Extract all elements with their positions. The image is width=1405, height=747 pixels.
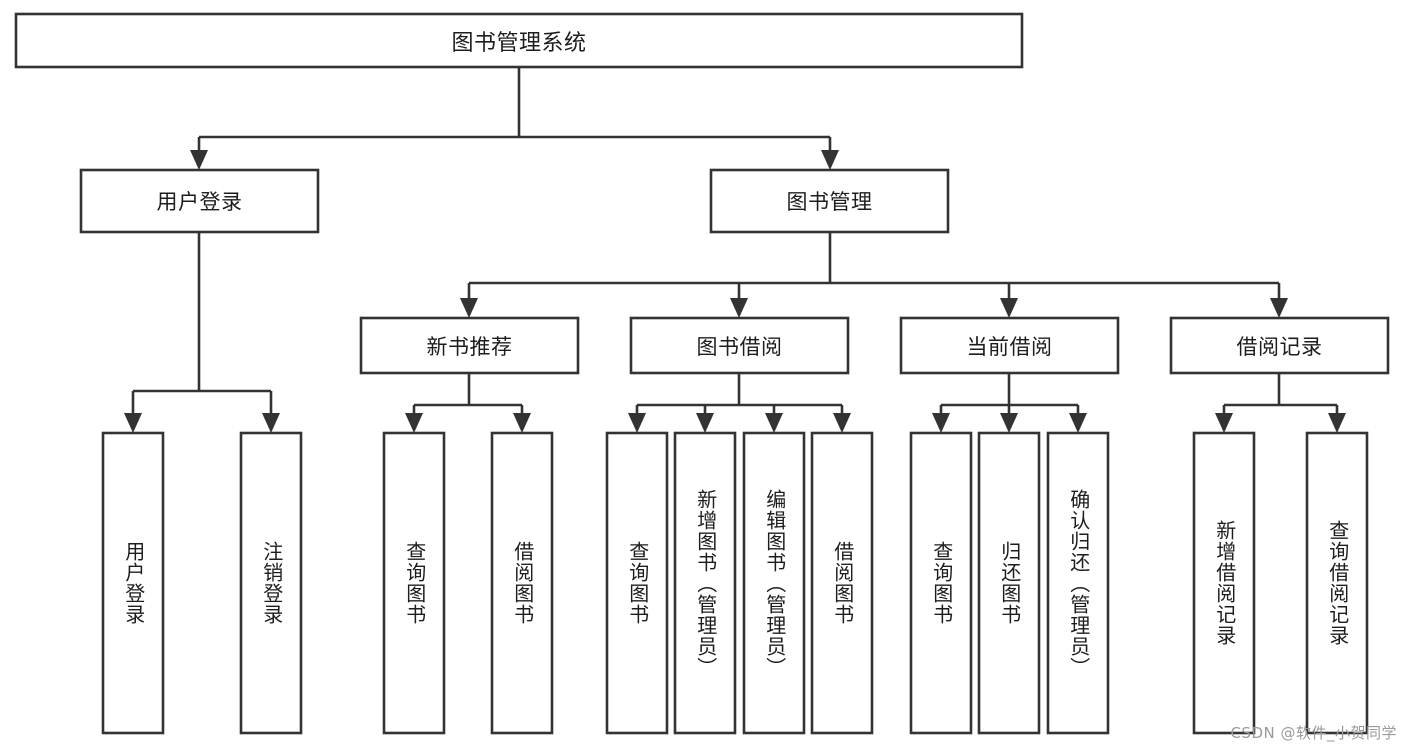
connector-root-to-level2 xyxy=(190,67,839,170)
leaf-box[interactable] xyxy=(1305,431,1369,735)
node-current-borrow-box[interactable] xyxy=(899,316,1120,375)
node-root-box[interactable] xyxy=(14,12,1024,69)
leaf-box[interactable] xyxy=(382,431,446,735)
node-book-manage-box[interactable] xyxy=(709,168,950,234)
leaf-box[interactable] xyxy=(810,431,874,735)
leaf-box[interactable] xyxy=(605,431,669,735)
connector-bookborrow-to-leaves xyxy=(628,373,851,433)
leaf-box[interactable] xyxy=(742,431,806,735)
node-new-book-rec-box[interactable] xyxy=(359,316,580,375)
leaf-box[interactable] xyxy=(239,431,303,735)
node-borrow-record-box[interactable] xyxy=(1169,316,1390,375)
connector-currentborrow-to-leaves xyxy=(932,373,1087,433)
node-user-login-box[interactable] xyxy=(79,168,320,234)
leaf-box[interactable] xyxy=(1192,431,1256,735)
connector-borrowrecord-to-leaves xyxy=(1215,373,1346,433)
leaf-box[interactable] xyxy=(101,431,165,735)
node-book-borrow-box[interactable] xyxy=(629,316,850,375)
connector-newbook-to-leaves xyxy=(405,373,531,433)
connector-userlogin-to-leaves xyxy=(124,232,280,433)
leaf-box[interactable] xyxy=(673,431,737,735)
leaf-box[interactable] xyxy=(490,431,554,735)
connector-bookmanage-to-level3 xyxy=(460,232,1288,318)
leaf-box[interactable] xyxy=(909,431,973,735)
leaf-box[interactable] xyxy=(977,431,1041,735)
leaf-box[interactable] xyxy=(1046,431,1110,735)
csdn-watermark: CSDN @软件_小贺同学 xyxy=(1230,724,1397,742)
